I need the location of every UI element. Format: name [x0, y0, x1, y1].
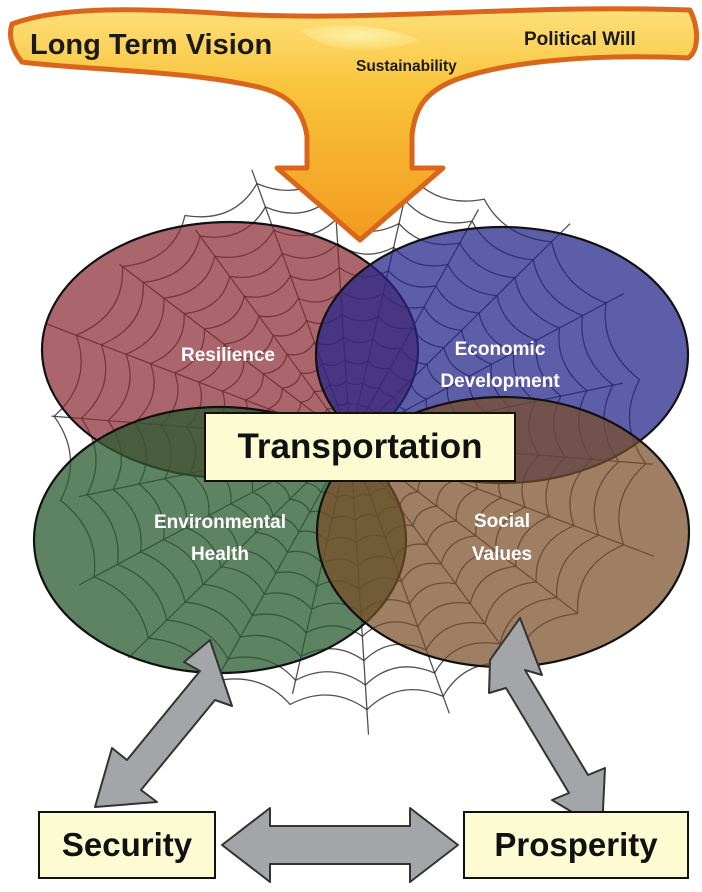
transportation-box: Transportation [204, 412, 516, 482]
security-prosperity-arrow [221, 807, 459, 883]
security-box: Security [38, 811, 216, 879]
transportation-label: Transportation [237, 427, 483, 466]
prosperity-label: Prosperity [494, 826, 658, 863]
social-label-line2: Values [472, 544, 532, 565]
prosperity-box: Prosperity [463, 811, 689, 879]
long-term-vision-label: Long Term Vision [30, 29, 272, 61]
sustainability-label: Sustainability [356, 58, 457, 75]
web-ring [53, 169, 647, 711]
environmental-label-line1: Environmental [154, 512, 286, 533]
economic-label-line1: Economic [455, 339, 546, 360]
long-term-vision-banner [7, 6, 699, 243]
security-label: Security [61, 826, 193, 863]
prosperity-link-arrow [488, 617, 606, 831]
economic-label-line2: Development [440, 371, 560, 392]
security-link-arrow [94, 639, 233, 808]
environmental-label-line2: Health [191, 544, 249, 565]
resilience-label: Resilience [181, 345, 275, 366]
banner-highlight [300, 25, 420, 51]
social-label-line1: Social [474, 511, 530, 532]
political-will-label: Political Will [524, 29, 636, 50]
